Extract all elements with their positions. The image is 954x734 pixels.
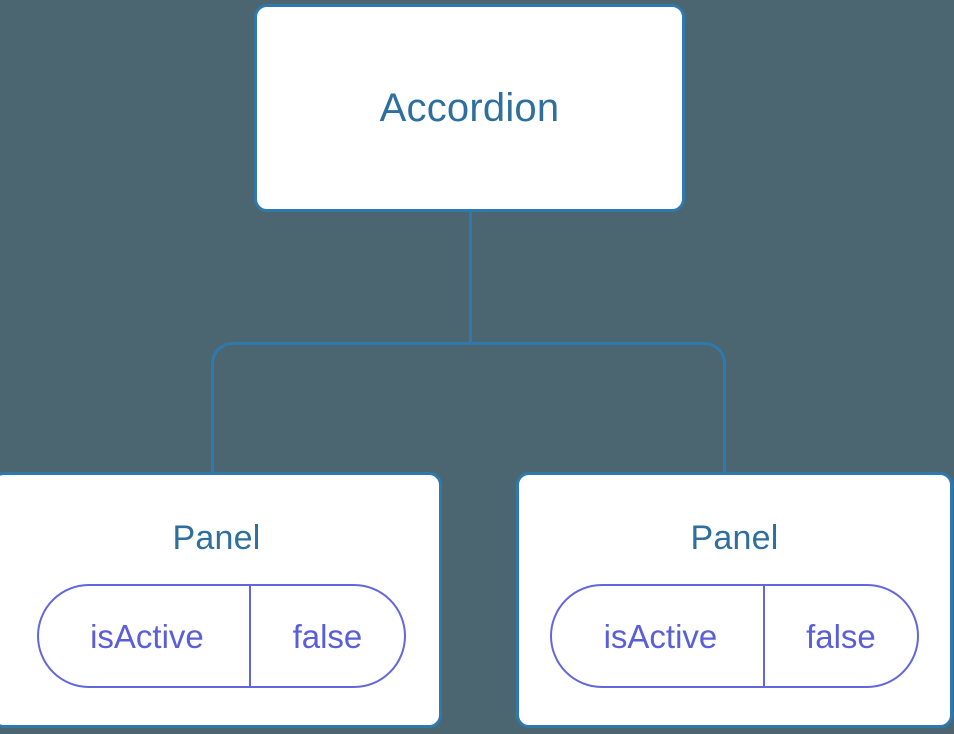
prop-badge-isactive-2[interactable]: isActive false <box>550 584 919 688</box>
edge-to-panel-1 <box>211 342 471 473</box>
prop-badge-isactive-1[interactable]: isActive false <box>36 584 406 688</box>
edge-to-panel-2 <box>470 342 726 473</box>
node-panel-2[interactable]: Panel isActive false <box>516 472 953 728</box>
node-panel-2-label: Panel <box>690 519 779 557</box>
node-accordion[interactable]: Accordion <box>254 4 685 212</box>
prop-value-isactive-1: false <box>292 617 363 655</box>
prop-value-isactive-2: false <box>806 617 876 655</box>
prop-key-isactive-2: isActive <box>552 586 765 686</box>
prop-key-isactive-1: isActive <box>39 586 252 686</box>
node-panel-1-label: Panel <box>172 519 261 557</box>
node-panel-1[interactable]: Panel isActive false <box>0 472 442 728</box>
node-accordion-label: Accordion <box>379 86 560 130</box>
